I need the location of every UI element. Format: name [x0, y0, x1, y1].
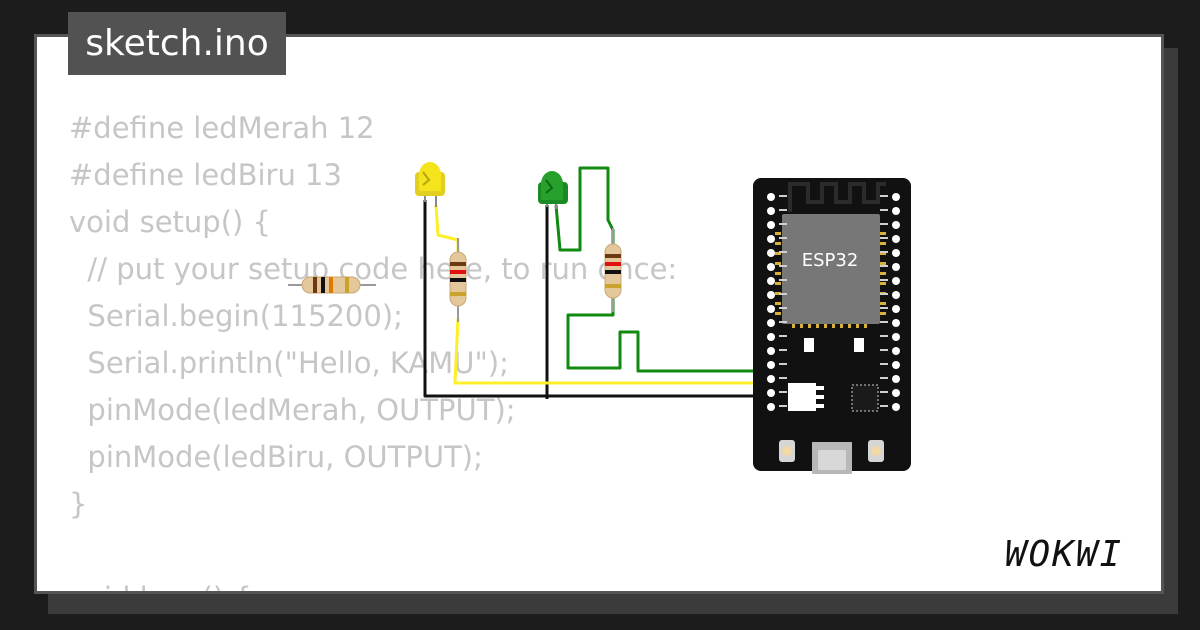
led-green: [538, 171, 568, 209]
wokwi-logo: WOKWI: [1005, 534, 1123, 575]
code-line: Serial.begin(115200);: [69, 299, 403, 333]
code-preview: #define ledMerah 12 #define ledBiru 13 v…: [69, 105, 677, 591]
filename-tab: sketch.ino: [68, 12, 286, 75]
code-line: void loop() {: [69, 581, 252, 591]
code-line: void setup() {: [69, 205, 271, 239]
board-label: ESP32: [802, 250, 859, 271]
code-line: #define ledBiru 13: [69, 158, 342, 192]
resistor-loose: [288, 276, 376, 294]
wire-green-1: [554, 166, 615, 252]
code-line: pinMode(ledBiru, OUTPUT);: [69, 440, 483, 474]
logo-text: WOKWI: [1005, 534, 1123, 575]
wire-black-1: [423, 200, 758, 398]
code-line: Serial.println("Hello, KAMU");: [69, 346, 509, 380]
wires: [423, 166, 758, 399]
code-line: #define ledMerah 12: [69, 111, 375, 145]
wire-green-2: [566, 298, 758, 373]
resistor-yellow-led: [449, 238, 467, 322]
wire-yellow-2: [453, 317, 758, 385]
led-yellow: [415, 162, 445, 207]
code-line: pinMode(ledMerah, OUTPUT);: [69, 393, 516, 427]
resistor-green-led: [604, 228, 622, 312]
code-line: }: [69, 487, 88, 521]
esp32-board: ESP32: [753, 178, 911, 474]
